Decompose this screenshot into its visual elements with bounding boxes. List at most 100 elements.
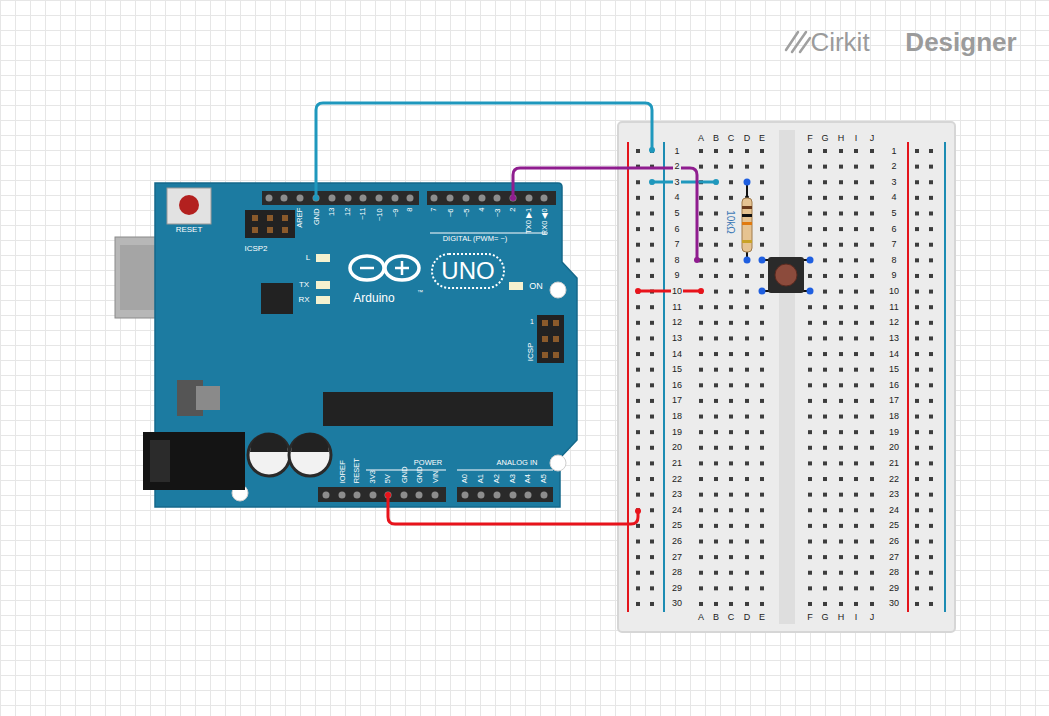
breadboard-hole [714, 305, 718, 309]
breadboard-hole [745, 540, 749, 544]
breadboard-hole [650, 477, 654, 481]
breadboard [618, 122, 955, 632]
breadboard-hole [854, 524, 858, 528]
breadboard-hole [915, 415, 919, 419]
breadboard-hole [929, 352, 933, 356]
breadboard-hole [699, 508, 703, 512]
board-label: POWER [414, 459, 442, 467]
breadboard-hole [636, 368, 640, 372]
pin-label: A0 [461, 474, 469, 483]
breadboard-hole [636, 540, 640, 544]
breadboard-label: 4 [890, 193, 897, 202]
breadboard-hole [745, 555, 749, 559]
breadboard-label: 27 [888, 553, 900, 562]
breadboard-hole [870, 399, 874, 403]
breadboard-label: G [820, 613, 829, 622]
breadboard-hole [808, 540, 812, 544]
breadboard-hole [839, 399, 843, 403]
breadboard-hole [729, 586, 733, 590]
breadboard-hole [929, 415, 933, 419]
pin-label: TX0 ▶1 [525, 208, 533, 234]
breadboard-hole [854, 493, 858, 497]
breadboard-hole [714, 508, 718, 512]
breadboard-label: 15 [671, 365, 683, 374]
breadboard-hole [854, 368, 858, 372]
breadboard-hole [714, 415, 718, 419]
breadboard-hole [929, 446, 933, 450]
breadboard-hole [823, 352, 827, 356]
breadboard-hole [808, 524, 812, 528]
pin-label: 4 [478, 208, 486, 212]
breadboard-hole [823, 430, 827, 434]
breadboard-hole [636, 227, 640, 231]
breadboard-hole [929, 508, 933, 512]
breadboard-hole [714, 243, 718, 247]
breadboard-hole [854, 461, 858, 465]
breadboard-hole [870, 430, 874, 434]
breadboard-hole [760, 352, 764, 356]
breadboard-label: 14 [671, 350, 683, 359]
breadboard-hole [636, 571, 640, 575]
breadboard-hole [699, 540, 703, 544]
breadboard-hole [729, 243, 733, 247]
breadboard-hole [650, 602, 654, 606]
breadboard-label: 29 [888, 584, 900, 593]
breadboard-hole [636, 602, 640, 606]
breadboard-hole [929, 321, 933, 325]
breadboard-hole [729, 415, 733, 419]
breadboard-hole [915, 336, 919, 340]
breadboard-hole [760, 336, 764, 340]
breadboard-hole [915, 602, 919, 606]
breadboard-label: C [727, 613, 736, 622]
breadboard-hole [808, 493, 812, 497]
breadboard-hole [636, 352, 640, 356]
breadboard-hole [650, 352, 654, 356]
breadboard-label: 9 [673, 271, 680, 280]
breadboard-hole [839, 383, 843, 387]
breadboard-label: H [837, 613, 846, 622]
breadboard-hole [760, 305, 764, 309]
breadboard-hole [745, 305, 749, 309]
breadboard-hole [854, 321, 858, 325]
breadboard-hole [808, 477, 812, 481]
breadboard-hole [839, 602, 843, 606]
breadboard-hole [745, 524, 749, 528]
breadboard-label: J [869, 613, 876, 622]
breadboard-hole [915, 258, 919, 262]
breadboard-hole [823, 211, 827, 215]
breadboard-hole [760, 477, 764, 481]
breadboard-label: 13 [671, 334, 683, 343]
led-label: ON [529, 282, 543, 291]
breadboard-hole [650, 524, 654, 528]
breadboard-hole [745, 415, 749, 419]
breadboard-hole [650, 399, 654, 403]
breadboard-hole [808, 180, 812, 184]
pin-label: IOREF [338, 460, 346, 483]
breadboard-label: 22 [888, 475, 900, 484]
breadboard-hole [699, 446, 703, 450]
breadboard-hole [636, 336, 640, 340]
breadboard-hole [823, 180, 827, 184]
breadboard-label: 14 [888, 350, 900, 359]
board-label: ICSP [527, 343, 535, 362]
breadboard-hole [650, 274, 654, 278]
breadboard-hole [839, 461, 843, 465]
breadboard-hole [870, 415, 874, 419]
breadboard-hole [870, 165, 874, 169]
breadboard-hole [854, 196, 858, 200]
breadboard-hole [915, 493, 919, 497]
breadboard-hole [636, 274, 640, 278]
breadboard-hole [915, 446, 919, 450]
breadboard-hole [745, 571, 749, 575]
breadboard-hole [823, 524, 827, 528]
breadboard-label: I [854, 613, 859, 622]
breadboard-hole [699, 586, 703, 590]
breadboard-hole [915, 305, 919, 309]
breadboard-hole [636, 243, 640, 247]
breadboard-hole [729, 180, 733, 184]
breadboard-hole [929, 383, 933, 387]
breadboard-hole [714, 321, 718, 325]
breadboard-label: 18 [888, 412, 900, 421]
breadboard-hole [808, 274, 812, 278]
breadboard-label: 1 [890, 147, 897, 156]
